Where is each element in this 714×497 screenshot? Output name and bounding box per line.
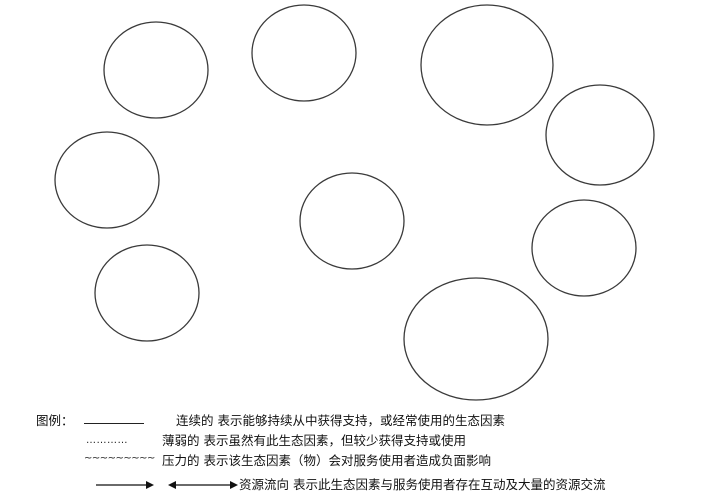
ecomap-node-5[interactable]	[54, 131, 160, 229]
legend-wavy-label: 压力的 表示该生态因素（物）会对服务使用者造成负面影响	[162, 453, 491, 468]
ecomap-diagram	[54, 4, 655, 401]
ecomap-center-node[interactable]	[299, 172, 405, 270]
legend-arrow-label: 资源流向 表示此生态因素与服务使用者存在互动及大量的资源交流	[239, 477, 606, 492]
legend: 图例： 连续的 表示能够持续从中获得支持，或经常使用的生态因素 ………… 薄弱的…	[0, 410, 714, 497]
ecomap-node-1[interactable]	[103, 21, 209, 119]
arrow-samples	[96, 481, 238, 489]
solid-line-sample	[84, 423, 144, 424]
legend-dotted-label: 薄弱的 表示虽然有此生态因素，但较少获得支持或使用	[162, 433, 466, 448]
ecomap-node-2[interactable]	[251, 4, 357, 102]
two-way-arrow-icon	[168, 481, 238, 489]
ecomap-node-8[interactable]	[94, 244, 200, 342]
ecomap-node-4[interactable]	[545, 84, 655, 186]
ecomap-node-7[interactable]	[531, 199, 637, 297]
wavy-line-sample: ~~~~~~~~~	[84, 453, 155, 464]
ecomap-node-3[interactable]	[420, 4, 554, 126]
legend-title: 图例：	[36, 413, 74, 428]
ecomap-node-9[interactable]	[403, 277, 549, 401]
legend-solid-label: 连续的 表示能够持续从中获得支持，或经常使用的生态因素	[176, 413, 505, 428]
dotted-line-sample: …………	[86, 435, 128, 446]
one-way-arrow-icon	[96, 481, 154, 489]
